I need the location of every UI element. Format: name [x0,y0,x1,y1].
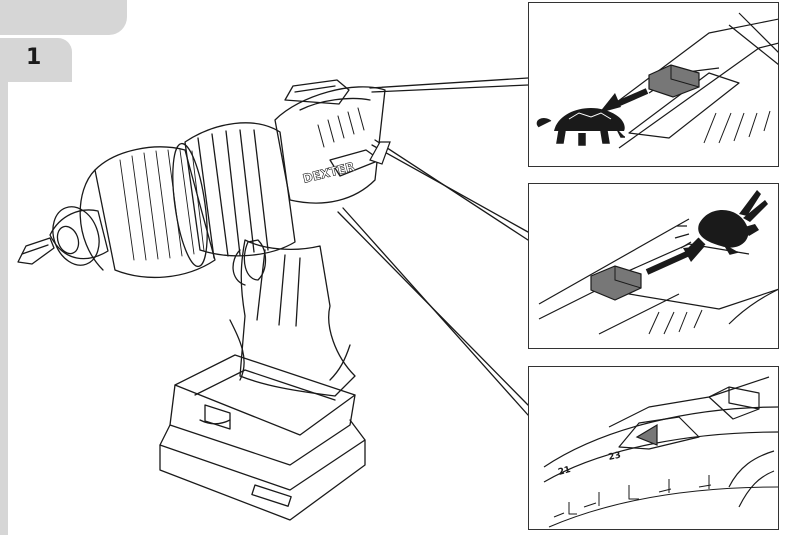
detail-panel-mode-selector: 21 23 [528,366,779,530]
svg-text:21: 21 [557,465,572,478]
speed-slider-high [590,265,642,301]
mode-selector-detail-drawing: 21 23 [543,376,778,528]
brand-logo: DEXTER [301,159,356,185]
low-speed-detail-drawing [536,12,778,149]
figure-number: 1 [26,45,42,70]
svg-text:23: 23 [608,451,622,463]
sidebar-top-tab [0,0,127,35]
high-speed-detail-drawing [538,190,778,335]
pointer-triangle-icon [635,423,658,446]
figure-number-tab [0,38,72,82]
leader-line-low [371,84,529,93]
tortoise-icon [536,108,625,146]
arrow-right-icon [645,246,705,275]
sidebar-strip [0,82,8,535]
detail-panel-high-speed [528,183,779,349]
figure-sidebar: 1 [0,0,127,535]
arrow-left-icon [599,88,649,113]
speed-slider-low [648,64,700,98]
detail-panel-low-speed [528,2,779,167]
rabbit-icon [674,190,768,255]
